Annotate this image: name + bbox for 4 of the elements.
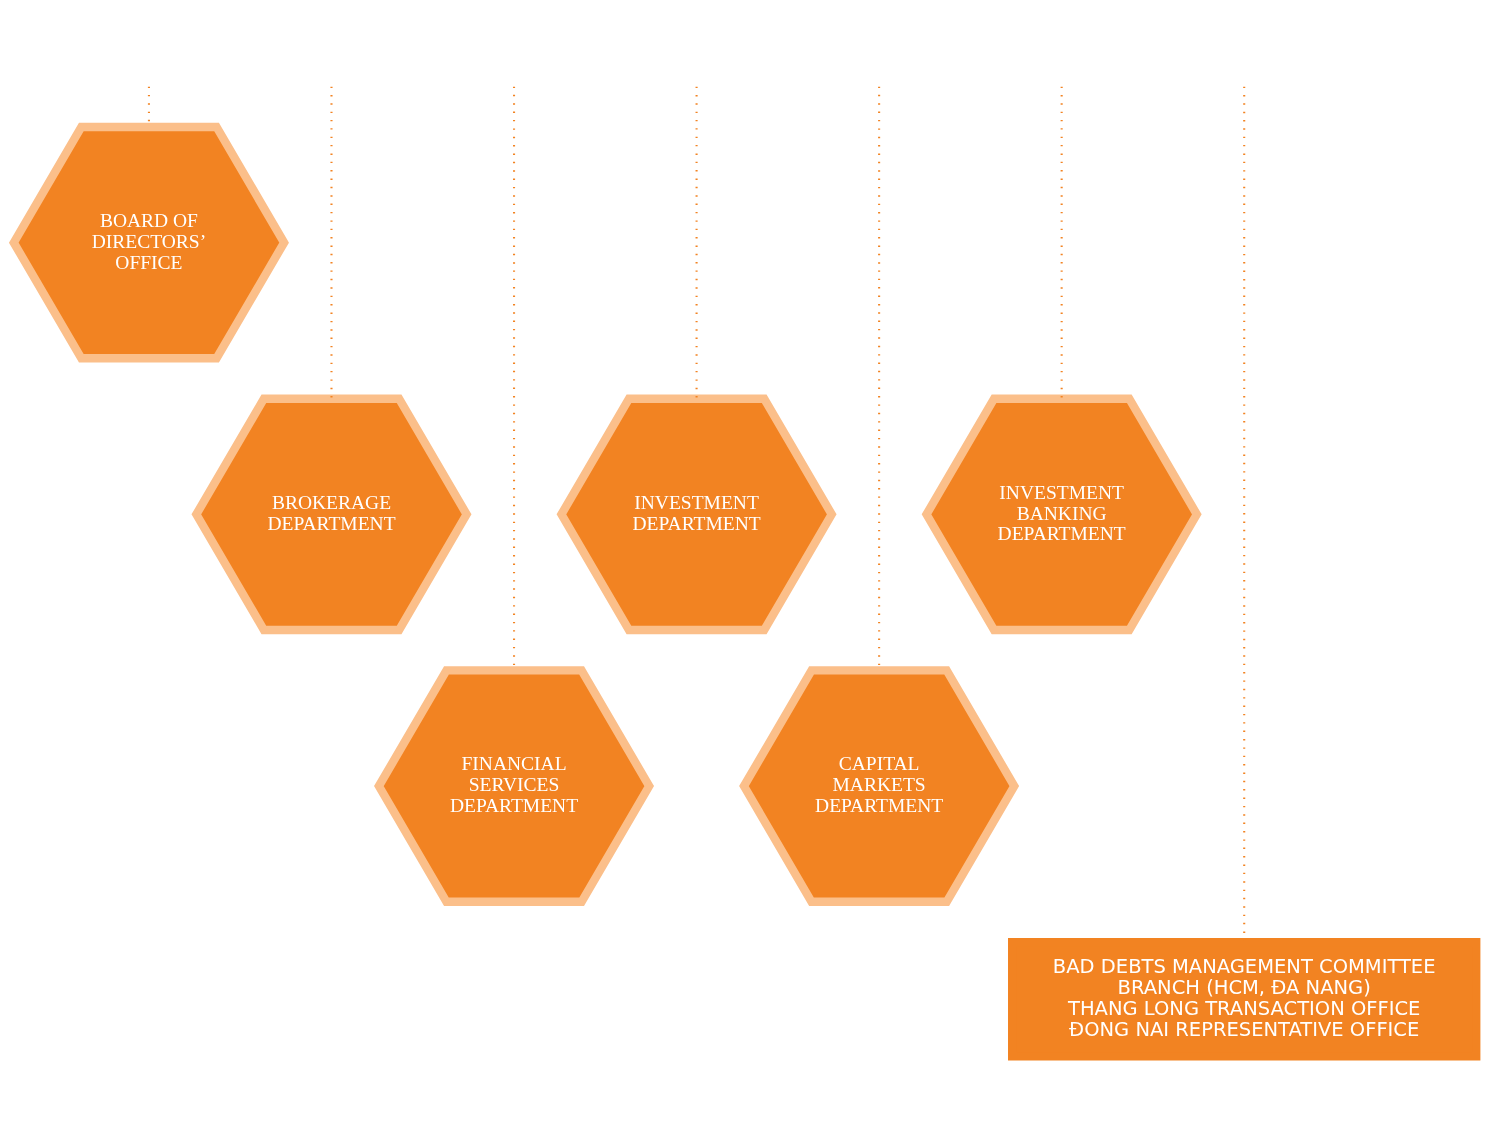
connector: [1060, 86, 1063, 399]
connector: [695, 86, 698, 399]
connector: [330, 86, 333, 399]
node-box: BAD DEBTS MANAGEMENT COMMITTEE BRANCH (HCM, ĐA NANG) THANG LONG TRANSACTION OFFICE ĐONG NAI REPRESENTATIVE OFFICE: [1008, 938, 1481, 1061]
